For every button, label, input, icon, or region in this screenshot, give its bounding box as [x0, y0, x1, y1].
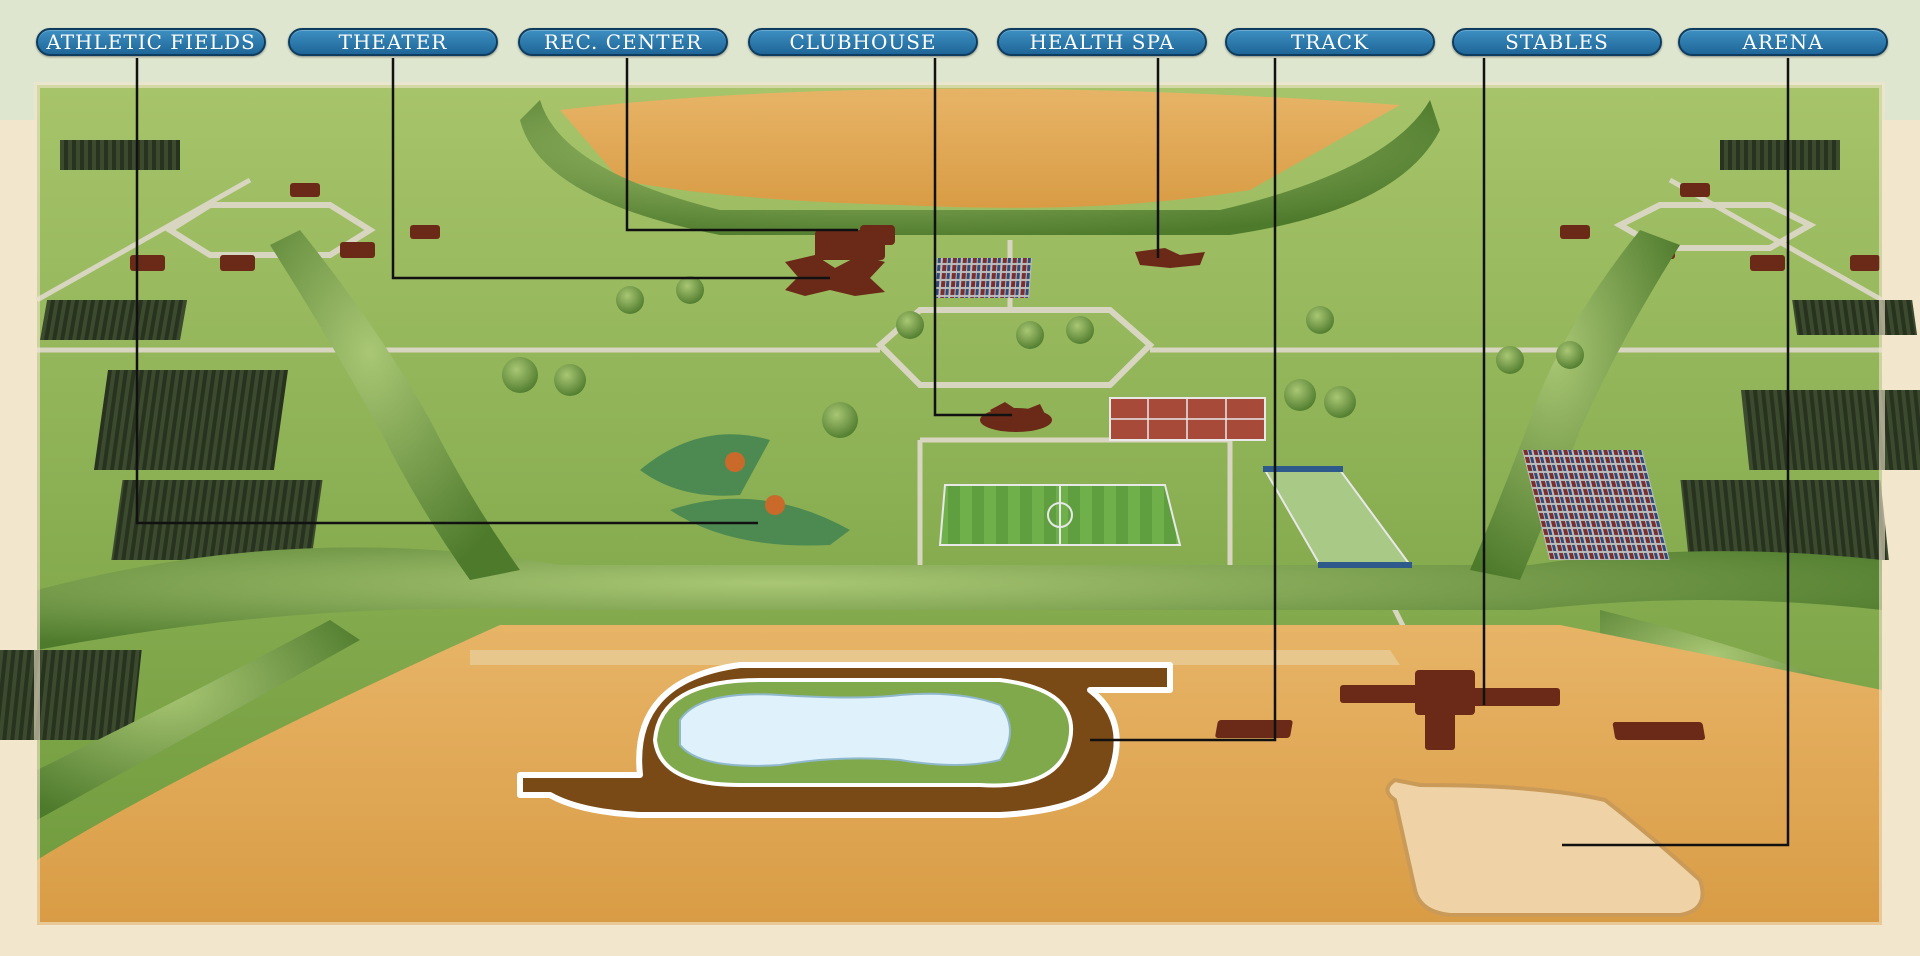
stables-building	[1215, 670, 1705, 750]
theater-building	[785, 255, 885, 296]
label-clubhouse[interactable]: CLUBHOUSE	[748, 28, 978, 56]
football-field	[1263, 466, 1412, 568]
parking-lot-top	[934, 258, 1032, 298]
leader-line-arena	[1562, 58, 1790, 847]
tennis-courts	[1109, 397, 1266, 441]
label-arena[interactable]: ARENA	[1678, 28, 1888, 56]
label-rec-center[interactable]: REC. CENTER	[518, 28, 728, 56]
label-athletic-fields[interactable]: ATHLETIC FIELDS	[36, 28, 266, 56]
leader-line-theater	[391, 58, 830, 280]
label-stables[interactable]: STABLES	[1452, 28, 1662, 56]
leader-lines	[135, 58, 1790, 847]
horse-track	[517, 662, 1173, 818]
soccer-field	[938, 484, 1182, 546]
baseball-fields	[640, 434, 850, 546]
rec-center-building	[815, 225, 895, 260]
arena	[1385, 777, 1705, 917]
leader-line-athletic-fields	[135, 58, 758, 525]
crop-rows-left	[0, 140, 323, 740]
parking-lot-right	[1522, 450, 1670, 560]
leader-line-clubhouse	[933, 58, 1012, 417]
health-spa-building	[1135, 248, 1205, 268]
label-health-spa[interactable]: HEALTH SPA	[997, 28, 1207, 56]
label-track[interactable]: TRACK	[1225, 28, 1435, 56]
leader-line-rec-center	[625, 58, 858, 232]
lake	[679, 692, 1011, 767]
leader-line-track	[1090, 58, 1277, 742]
label-theater[interactable]: THEATER	[288, 28, 498, 56]
map-image	[0, 82, 1920, 928]
